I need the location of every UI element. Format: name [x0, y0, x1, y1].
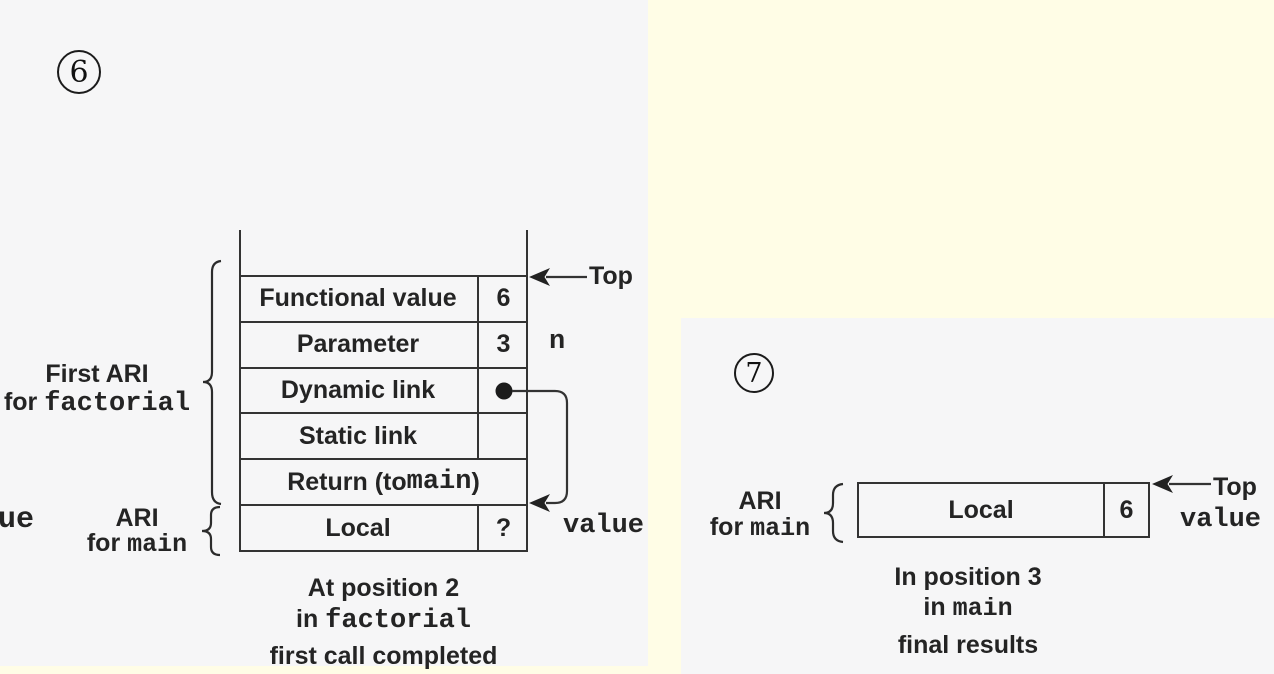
caption-line2: in factorial [296, 605, 471, 636]
row-label: Static link [298, 421, 418, 450]
stack-row-parameter: Parameter 3 [239, 322, 528, 369]
row-value-cell: ? [477, 506, 528, 550]
ari-main-line2: for main [86, 529, 188, 559]
row-label: Parameter [296, 330, 420, 359]
caption-line3: final results [897, 631, 1039, 659]
stack-row-static-link: Static link [239, 414, 528, 461]
first-ari-group-label: First ARI for factorial [0, 360, 200, 418]
return-label-prefix: Return (to [287, 467, 407, 496]
return-label-code: main [406, 467, 472, 498]
factorial-code-text: factorial [325, 606, 471, 636]
row-value-cell: 6 [1103, 484, 1148, 536]
row-label: Local [948, 495, 1014, 524]
top-pointer-sublabel: value [1180, 505, 1262, 535]
figure7-number-badge: 7 [734, 353, 774, 393]
caption-line2: in main [923, 593, 1013, 623]
row-value-cell: 3 [477, 322, 528, 367]
row-label: Return (to main) [239, 460, 528, 504]
row-value-cell [477, 368, 528, 413]
stack-row-local: Local ? [239, 506, 528, 550]
stack-row-dynamic-link: Dynamic link [239, 368, 528, 415]
figure6-caption: At position 2 in factorial first call co… [239, 573, 528, 672]
figure7-number: 7 [745, 357, 763, 389]
figure7-caption: In position 3 in main final results [818, 562, 1118, 660]
caption-line1: In position 3 [894, 563, 1042, 591]
first-ari-line1: First ARI [45, 360, 149, 388]
figure6-number-badge: 6 [57, 50, 101, 94]
clipped-text-fragment: ue [0, 503, 35, 537]
stack-row-functional-value: Functional value 6 [239, 277, 528, 323]
return-label-suffix: ) [471, 467, 480, 496]
stack-row-return-address: Return (to main) [239, 460, 528, 507]
ari-main-line2: for main [709, 513, 811, 543]
top-pointer-label: Top [589, 262, 633, 290]
main-code-text: main [750, 514, 811, 543]
row-value-cell: 6 [477, 277, 528, 321]
ari-main-line1: ARI [115, 504, 159, 532]
main-ari-box: Local 6 [857, 482, 1150, 538]
top-pointer-label: Top [1213, 473, 1257, 501]
local-side-label: value [563, 511, 645, 541]
first-ari-line2: for factorial [3, 388, 191, 419]
parameter-side-label: n [549, 327, 566, 357]
figure6-panel [0, 0, 648, 666]
row-label: Dynamic link [280, 376, 436, 405]
row-value-cell [477, 414, 528, 459]
ari-main-group-label: ARI for main [67, 504, 207, 559]
ari-main-group-label: ARI for main [700, 488, 820, 542]
caption-line1: At position 2 [307, 574, 460, 602]
main-code-text: main [127, 530, 188, 559]
factorial-code-text: factorial [44, 389, 191, 419]
caption-line3: first call completed [269, 642, 498, 670]
row-label: Local [325, 513, 391, 542]
main-code-text: main [952, 594, 1013, 623]
activation-record-stack: Functional value 6 Parameter 3 Dynamic l… [239, 275, 528, 552]
row-label: Functional value [259, 284, 457, 313]
figure7-panel [681, 318, 1274, 674]
figure6-number: 6 [69, 54, 89, 90]
ari-main-line1: ARI [738, 487, 782, 515]
